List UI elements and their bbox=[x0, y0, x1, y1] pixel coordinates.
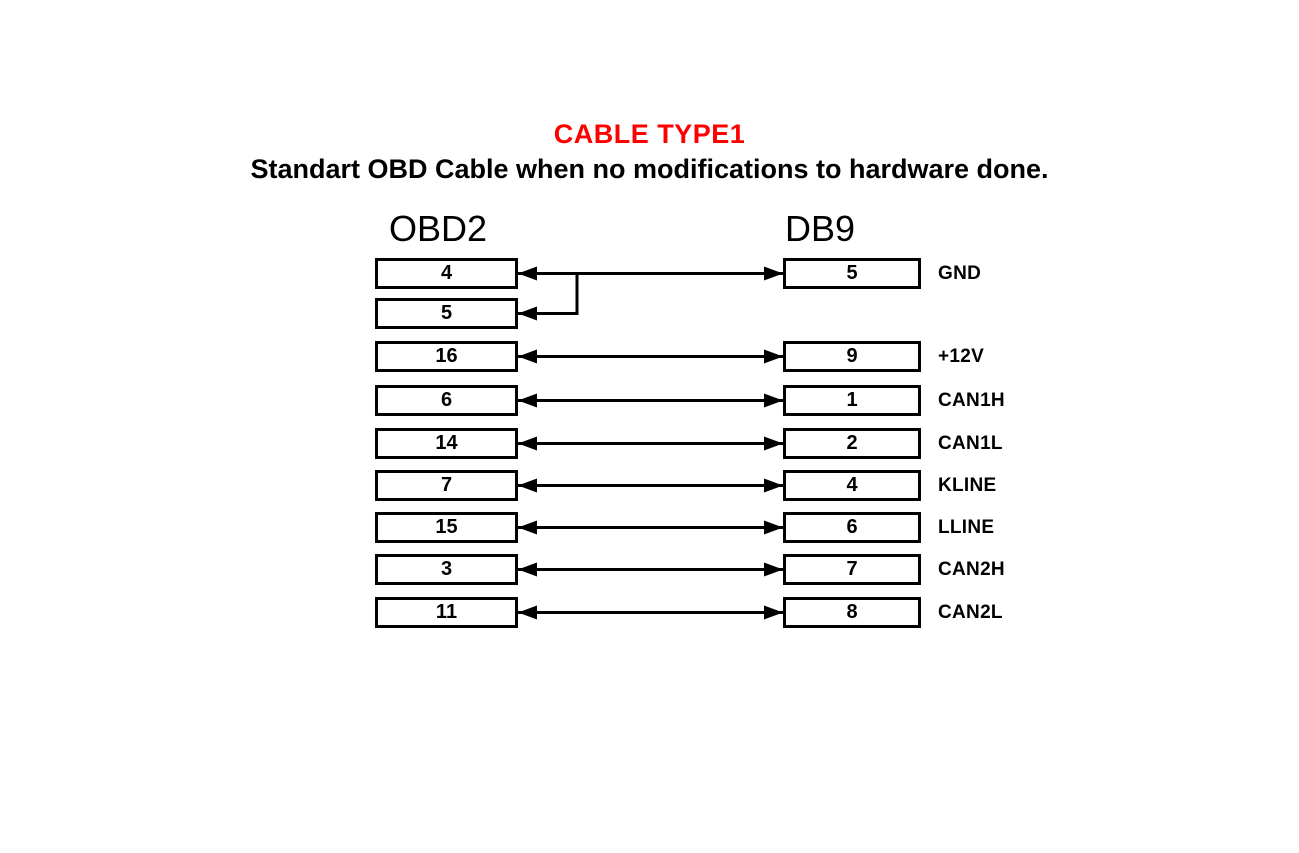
signal-label-kline: KLINE bbox=[938, 474, 997, 496]
signal-label-can1l: CAN1L bbox=[938, 432, 1003, 454]
obd2-pin-box-16: 16 bbox=[375, 341, 518, 372]
signal-label-12v: +12V bbox=[938, 345, 985, 367]
db9-pin-box-9: 9 bbox=[783, 341, 921, 372]
signal-label-can1h: CAN1H bbox=[938, 389, 1005, 411]
signal-label-lline: LLINE bbox=[938, 516, 995, 538]
obd2-pin-box-14: 14 bbox=[375, 428, 518, 459]
db9-pin-box-6: 6 bbox=[783, 512, 921, 543]
signal-label-can2l: CAN2L bbox=[938, 601, 1003, 623]
db9-pin-box-7: 7 bbox=[783, 554, 921, 585]
wire-gnd-branch bbox=[518, 273, 579, 321]
obd2-column-header: OBD2 bbox=[389, 208, 488, 249]
page-title: CABLE TYPE1 bbox=[553, 119, 746, 149]
db9-pin-box-2: 2 bbox=[783, 428, 921, 459]
obd2-pin-box-11: 11 bbox=[375, 597, 518, 628]
db9-pin-box-1: 1 bbox=[783, 385, 921, 416]
obd2-pin-box-5: 5 bbox=[375, 298, 518, 329]
obd2-pin-box-7: 7 bbox=[375, 470, 518, 501]
obd2-pin-box-15: 15 bbox=[375, 512, 518, 543]
signal-label-gnd: GND bbox=[938, 262, 982, 284]
page-subtitle: Standart OBD Cable when no modifications… bbox=[250, 154, 1049, 184]
db9-pin-box-4: 4 bbox=[783, 470, 921, 501]
db9-pin-box-8: 8 bbox=[783, 597, 921, 628]
obd2-pin-box-4: 4 bbox=[375, 258, 518, 289]
obd2-pin-box-6: 6 bbox=[375, 385, 518, 416]
signal-label-can2h: CAN2H bbox=[938, 558, 1005, 580]
obd2-pin-box-3: 3 bbox=[375, 554, 518, 585]
db9-pin-box-5: 5 bbox=[783, 258, 921, 289]
db9-column-header: DB9 bbox=[785, 208, 856, 249]
